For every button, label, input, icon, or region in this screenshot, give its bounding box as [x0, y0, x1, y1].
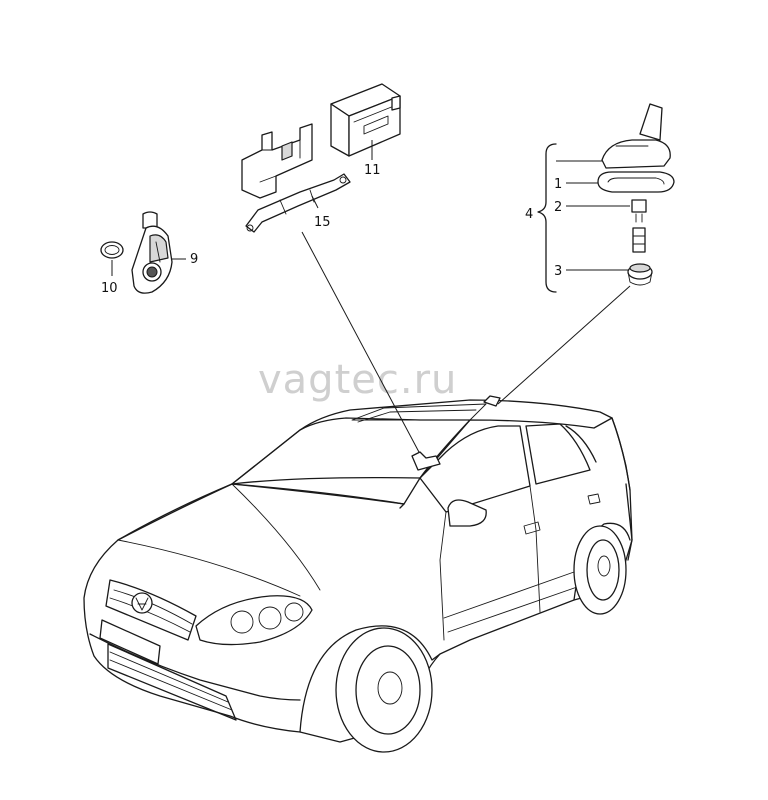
- key-fob-part[interactable]: [131, 211, 173, 294]
- antenna-nut-part[interactable]: [631, 199, 647, 253]
- callout-3: 3: [554, 264, 562, 279]
- group-bracket-4: [537, 143, 557, 293]
- callout-1: 1: [554, 177, 562, 192]
- callout-2: 2: [554, 200, 562, 215]
- leader-15: [311, 195, 319, 209]
- mount-location-marker-1: [411, 451, 441, 471]
- bracket-module-part[interactable]: [241, 123, 351, 233]
- antenna-connector-part[interactable]: [627, 263, 653, 286]
- control-unit-part[interactable]: [330, 83, 401, 157]
- key-ring-part[interactable]: [100, 241, 124, 259]
- callout-11: 11: [364, 163, 381, 178]
- callout-4: 4: [525, 207, 533, 222]
- antenna-base-part[interactable]: [601, 103, 671, 169]
- leader-15-to-car: [301, 231, 421, 455]
- car-illustration: [83, 395, 633, 753]
- leader-antenna-to-car: [497, 285, 631, 405]
- watermark-text: vagtec.ru: [258, 357, 457, 403]
- mount-location-marker-2: [483, 395, 501, 407]
- callout-15: 15: [314, 215, 331, 230]
- callout-10: 10: [101, 281, 118, 296]
- antenna-gasket-part[interactable]: [597, 171, 675, 193]
- callout-9: 9: [190, 252, 198, 267]
